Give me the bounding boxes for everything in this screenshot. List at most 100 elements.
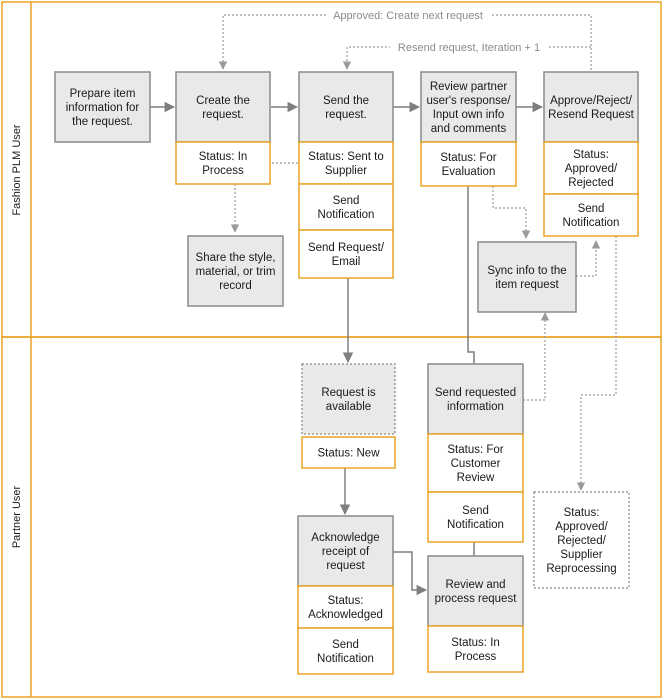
- node-create-status: Status: In Process: [175, 141, 271, 185]
- node-final-status-text-line: Reprocessing: [546, 563, 616, 575]
- node-send: Send the request.: [298, 71, 394, 143]
- node-ack-notify-shape: [297, 627, 394, 675]
- node-final-status-text-line: Status:: [564, 507, 600, 519]
- lane-bottom-border: [1, 336, 662, 698]
- node-send-email-shape: [298, 229, 394, 279]
- lane-label-top: Fashion PLM User: [11, 124, 23, 215]
- node-create-status-text-line: Status: In: [199, 151, 248, 163]
- link-sync-approve: [576, 240, 601, 277]
- node-send-text-line: request.: [325, 109, 367, 121]
- node-process-shape: [427, 555, 524, 627]
- node-send-email: Send Request/Email: [298, 229, 394, 279]
- node-send-notify-text-line: Send: [333, 195, 360, 207]
- node-final-status: Status:Approved/Rejected/SupplierReproce…: [533, 491, 630, 589]
- node-available-status: Status: New: [301, 436, 396, 469]
- node-send-email-text-line: Send Request/: [308, 242, 385, 254]
- node-ack-text-line: Acknowledge: [311, 532, 379, 544]
- edge-label-resend: Resend request, Iteration + 1: [398, 42, 540, 54]
- label-bg-approved: [326, 8, 490, 22]
- node-sendinfo-text-line: information: [447, 401, 504, 413]
- node-ack-text-line: request: [326, 560, 365, 572]
- node-available-text-line: Request is: [321, 387, 376, 399]
- node-approve-status-text-line: Approved/: [565, 163, 618, 175]
- node-review-shape: [420, 71, 517, 143]
- node-approve-status: Status: Approved/Rejected: [543, 141, 639, 195]
- node-ack-status-text-line: Status:: [328, 595, 364, 607]
- node-sync-shape: [477, 241, 577, 313]
- node-final-status-text-line: Rejected/: [557, 535, 606, 547]
- node-create-text-line: Create the: [196, 95, 250, 107]
- node-approve-notify-text-line: Send: [578, 203, 605, 215]
- node-prepare-text-line: information for: [66, 102, 140, 114]
- node-approve-status-text-line: Rejected: [568, 177, 613, 189]
- node-send-shape: [298, 71, 394, 143]
- node-process-status-text-line: Process: [455, 651, 497, 663]
- node-approve-status-shape: [543, 141, 639, 195]
- node-available-text-line: available: [326, 401, 371, 413]
- node-create-status-shape: [175, 141, 271, 185]
- edge-label-approved: Approved: Create next request: [333, 10, 483, 22]
- node-share-text-line: material, or trim: [196, 266, 276, 278]
- node-send-status-text-line: Status: Sent to: [308, 151, 383, 163]
- node-approve-notify-text-line: Notification: [563, 217, 620, 229]
- loop-approved-create: [218, 14, 592, 70]
- node-sendinfo: Send requested information: [427, 363, 524, 435]
- node-approve-status-text-line: Status:: [573, 149, 609, 161]
- node-send-notify-text-line: Notification: [318, 209, 375, 221]
- node-sendinfo-text-line: Send requested: [435, 387, 516, 399]
- arrow-ack-process: [393, 551, 428, 596]
- link-approve-final: [576, 236, 617, 491]
- node-sendinfo-notify-text-line: Send: [462, 505, 489, 517]
- link-review-sync: [492, 186, 531, 239]
- node-available-status-text-line: Status: New: [318, 448, 381, 460]
- node-ack-notify-text-line: Notification: [317, 653, 374, 665]
- node-ack-status: Status: Acknowledged: [297, 585, 394, 629]
- link-send-share: [230, 162, 298, 233]
- node-approve: Approve/Reject/Resend Request: [543, 71, 639, 143]
- node-process-text-line: Review and: [445, 579, 505, 591]
- node-review-status-text-line: Evaluation: [442, 166, 496, 178]
- node-sendinfo-status-text-line: Customer: [451, 458, 501, 470]
- lane-label-bottom: Partner User: [11, 485, 23, 548]
- node-send-text-line: Send the: [323, 95, 369, 107]
- label-bg-resend: [390, 40, 548, 54]
- node-review-text-line: Input own info: [433, 109, 505, 121]
- node-process-status-shape: [427, 625, 524, 673]
- node-final-status-text-line: Approved/: [555, 521, 608, 533]
- node-create-status-text-line: Process: [202, 165, 244, 177]
- connectors: Approved: Create next request Resend req…: [150, 8, 617, 596]
- node-process-status-text-line: Status: In: [451, 637, 500, 649]
- node-sendinfo-status-text-line: Review: [457, 472, 495, 484]
- node-ack-status-text-line: Acknowledged: [308, 609, 383, 621]
- line-sendinfo-review: [467, 186, 475, 364]
- node-share-text-line: Share the style,: [196, 252, 276, 264]
- node-sync-text-line: Sync info to the: [487, 265, 566, 277]
- node-final-status-shape: [533, 491, 630, 589]
- node-send-notify-shape: [298, 183, 394, 231]
- node-sync-text-line: item request: [495, 279, 559, 291]
- node-sync: Sync info to the item request: [477, 241, 577, 313]
- node-review-status-shape: [420, 141, 517, 187]
- node-process-status: Status: In Process: [427, 625, 524, 673]
- node-sendinfo-status-shape: [427, 433, 524, 493]
- node-ack-notify-text-line: Send: [332, 639, 359, 651]
- node-prepare-text-line: the request.: [72, 116, 133, 128]
- node-approve-text-line: Approve/Reject/: [550, 95, 633, 107]
- node-create-text-line: request.: [202, 109, 244, 121]
- node-send-status-shape: [298, 141, 394, 185]
- node-approve-notify-shape: [543, 193, 639, 237]
- link-sendinfo-sync: [523, 312, 550, 401]
- node-review-text-line: and comments: [431, 123, 507, 135]
